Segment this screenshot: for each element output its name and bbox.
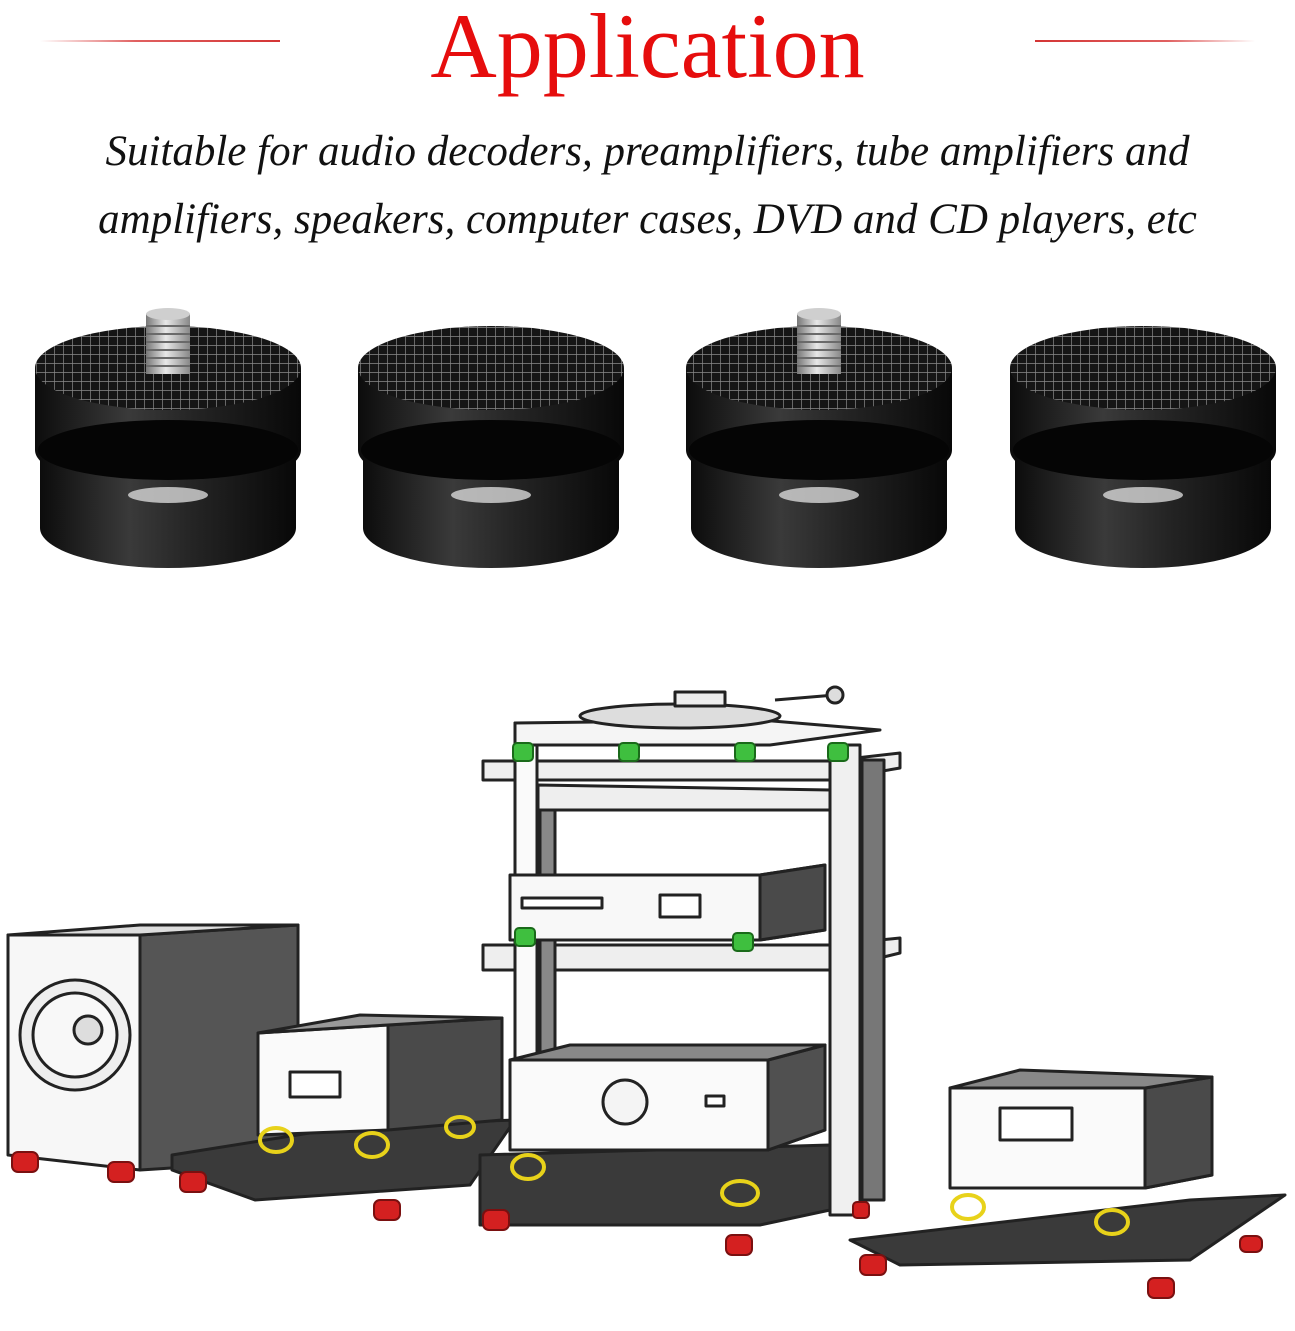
- subwoofer: [6, 923, 300, 1172]
- page-title: Application: [430, 0, 865, 97]
- subtitle-line-2: amplifiers, speakers, computer cases, DV…: [98, 196, 1197, 243]
- screw-stud-3: [797, 308, 841, 374]
- hifi-setup-illustration: [0, 640, 1295, 1326]
- isolation-foot-1: [35, 308, 301, 568]
- center-amplifier: [508, 1043, 827, 1152]
- subtitle: Suitable for audio decoders, preamplifie…: [0, 118, 1295, 254]
- subtitle-line-1: Suitable for audio decoders, preamplifie…: [105, 128, 1190, 175]
- isolation-foot-4: [1010, 326, 1276, 568]
- red-feet-markers: [11, 1151, 1263, 1299]
- product-feet-row: [0, 300, 1295, 600]
- yellow-feet-markers: [258, 1115, 1130, 1236]
- screw-stud-1: [146, 308, 190, 374]
- isolation-foot-3: [686, 308, 952, 568]
- isolation-foot-2: [358, 326, 624, 568]
- green-feet-markers: [512, 742, 849, 952]
- left-amplifier: [256, 1013, 504, 1137]
- product-feet-image: [35, 308, 1276, 568]
- hifi-setup-drawing: [6, 685, 1287, 1299]
- right-amplifier: [948, 1068, 1214, 1190]
- title-rule-left: [40, 40, 280, 42]
- title-rule-right: [1035, 40, 1255, 42]
